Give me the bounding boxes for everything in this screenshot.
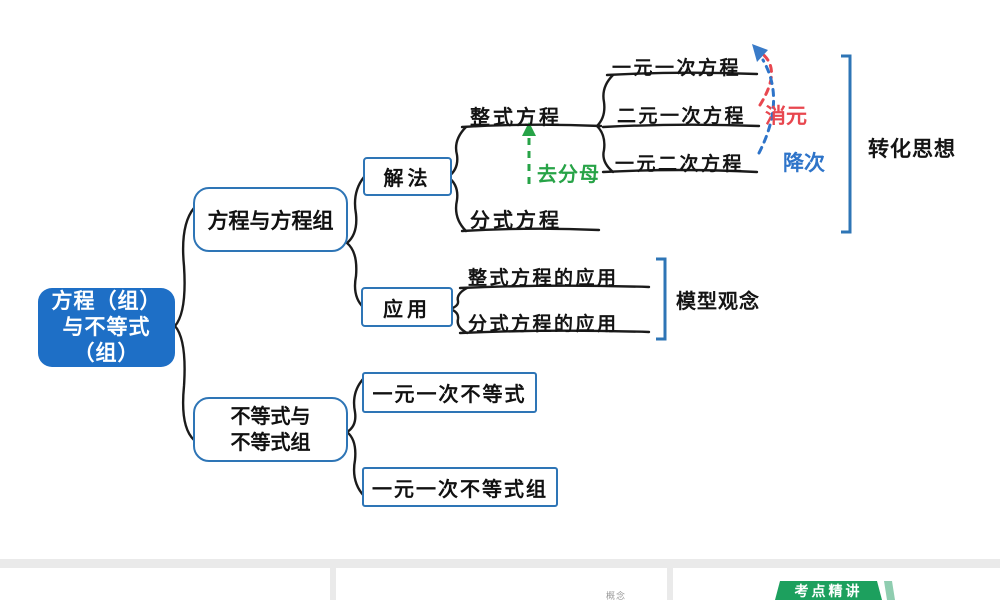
node-linear-inequality-system: 一元一次不等式组 (362, 467, 558, 507)
footer-top-band (0, 559, 1000, 568)
brace-root (173, 206, 196, 442)
node-applications: 应用 (361, 287, 453, 327)
topic-explanation-button[interactable]: 考点精讲 (775, 581, 882, 600)
annotation-reduce-degree: 降次 (783, 152, 825, 175)
topic-explanation-button-stripe (884, 581, 895, 600)
inequalities-branch-line1: 不等式与 (230, 405, 311, 428)
label-quadratic-equation: 一元二次方程 (615, 154, 745, 175)
label-fraction-equation-application: 分式方程的应用 (468, 314, 619, 335)
root-line3: （组） (73, 341, 140, 365)
brace-equations (345, 175, 366, 310)
footer-panel-divider-left (330, 568, 336, 600)
node-inequalities-branch: 不等式与 不等式组 (193, 397, 348, 462)
root-node-equations-and-inequalities: 方程（组） 与不等式 （组） (38, 288, 175, 367)
branch-line-linear-two (601, 123, 761, 129)
bracket-transform-idea (841, 54, 852, 234)
inequalities-branch-line2: 不等式组 (230, 431, 311, 454)
branch-line-fraction (460, 227, 601, 233)
node-linear-inequality: 一元一次不等式 (362, 372, 537, 413)
branch-line-integral (460, 123, 603, 129)
label-fraction-equation: 分式方程 (470, 210, 562, 232)
node-solving-methods: 解法 (363, 157, 452, 196)
branch-line-integral-application (458, 284, 651, 290)
branch-line-quadratic (601, 168, 759, 174)
arrowhead-to-linear-one-icon (752, 44, 768, 62)
annotation-transform-idea: 转化思想 (868, 138, 956, 161)
annotation-eliminate: 消元 (765, 105, 807, 128)
footer-panel-divider-right (667, 568, 673, 600)
annotation-model-idea: 模型观念 (676, 291, 760, 313)
dashed-arc-eliminate (758, 50, 773, 107)
label-linear-one-var-equation: 一元一次方程 (612, 58, 742, 79)
root-line2: 与不等式 (62, 315, 151, 339)
dashed-arc-reduce-degree (757, 58, 776, 155)
footer-section-label: 概念 (606, 591, 627, 600)
label-integral-equation: 整式方程 (470, 107, 562, 129)
bracket-model-idea (656, 257, 667, 341)
branch-line-fraction-application (458, 329, 651, 335)
node-equations-branch: 方程与方程组 (193, 187, 348, 252)
root-line1: 方程（组） (51, 289, 162, 313)
label-linear-two-var-equation: 二元一次方程 (617, 106, 747, 127)
arrowhead-remove-denominator-icon (522, 122, 536, 136)
branch-line-linear-one (605, 71, 759, 77)
label-integral-equation-application: 整式方程的应用 (468, 268, 619, 289)
annotation-remove-denominator: 去分母 (537, 164, 600, 186)
